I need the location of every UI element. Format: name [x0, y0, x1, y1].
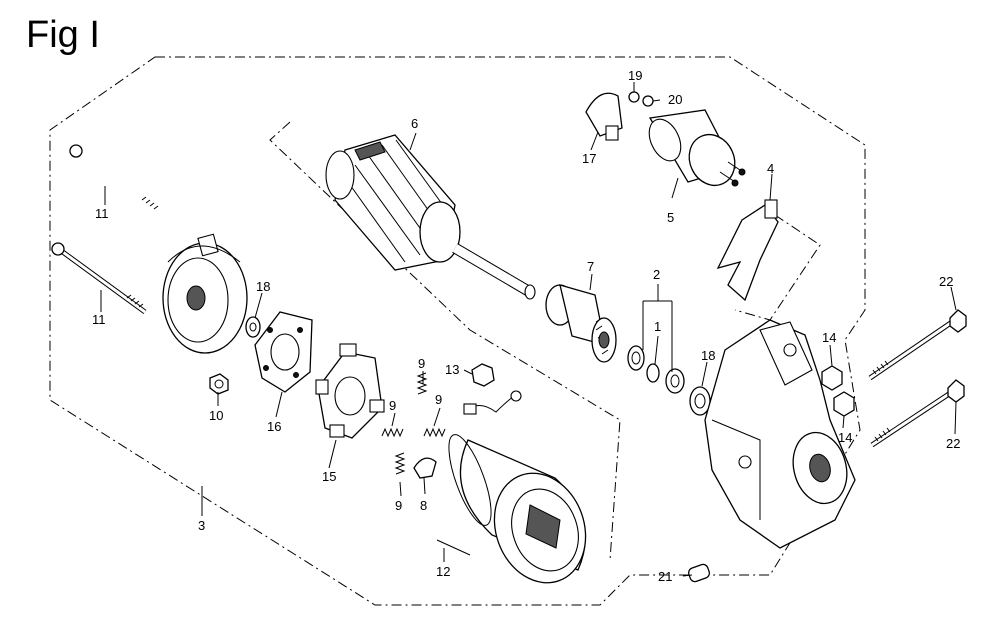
callout-6: 6	[411, 116, 418, 131]
armature	[325, 134, 536, 300]
callout-14b: 14	[838, 430, 852, 445]
spring-9d	[394, 452, 406, 475]
solenoid	[648, 109, 746, 187]
nut-13	[471, 363, 495, 387]
callout-18a: 18	[256, 279, 270, 294]
spring-9a	[416, 372, 428, 395]
callout-14a: 14	[822, 330, 836, 345]
callout-9b: 9	[389, 398, 396, 413]
callout-8: 8	[420, 498, 427, 513]
through-bolt-lower	[51, 242, 147, 315]
shift-lever	[716, 199, 779, 302]
through-bolt-upper	[69, 144, 161, 216]
nut-19	[628, 91, 640, 103]
callout-1: 1	[654, 319, 661, 334]
dowel-pin	[687, 563, 711, 583]
figure-title: Fig I	[26, 14, 100, 56]
callout-9d: 9	[395, 498, 402, 513]
callout-7: 7	[587, 259, 594, 274]
nut-14a	[821, 365, 843, 391]
callout-2: 2	[653, 267, 660, 282]
leader-lines	[100, 82, 957, 577]
callout-13: 13	[445, 362, 459, 377]
spring-9b	[381, 427, 404, 438]
yoke-assembly	[448, 434, 587, 584]
collar	[665, 368, 685, 394]
front-bracket	[704, 319, 856, 549]
armature-group-boundary	[269, 121, 621, 561]
solenoid-cover	[585, 92, 623, 141]
callout-22a: 22	[939, 274, 953, 289]
stop-ring	[627, 345, 645, 371]
callout-4: 4	[767, 161, 774, 176]
nut-10	[209, 373, 229, 395]
washer-20	[642, 95, 654, 107]
callout-3: 3	[198, 518, 205, 533]
snap-ring	[646, 363, 660, 383]
callout-22b: 22	[946, 436, 960, 451]
washer-left	[245, 316, 261, 338]
callout-11a: 11	[95, 206, 109, 221]
nut-14b	[833, 391, 855, 417]
callout-10: 10	[209, 408, 223, 423]
callout-21: 21	[658, 569, 672, 584]
callout-11b: 11	[92, 312, 106, 327]
callout-16: 16	[267, 419, 281, 434]
callout-labels: 1 2 3 4 5 6 7 8 9 9 9 9 10 11 11 12 13 1…	[92, 68, 960, 584]
callout-5: 5	[667, 210, 674, 225]
brush-plate	[254, 311, 313, 393]
callout-15: 15	[322, 469, 336, 484]
spring-9c	[423, 427, 446, 438]
callout-20: 20	[668, 92, 682, 107]
mounting-bolt-upper	[868, 309, 967, 381]
rear-cover	[162, 233, 248, 354]
overrunning-clutch	[545, 284, 617, 363]
callout-9a: 9	[418, 356, 425, 371]
callout-17: 17	[582, 151, 596, 166]
brush-holder	[315, 343, 385, 439]
washer-right	[689, 386, 711, 416]
callout-18b: 18	[701, 348, 715, 363]
callout-19: 19	[628, 68, 642, 83]
solenoid-group-boundary	[734, 214, 821, 321]
callout-9c: 9	[435, 392, 442, 407]
callout-12: 12	[436, 564, 450, 579]
brush-lead	[413, 390, 522, 479]
mounting-bolt-lower	[870, 379, 965, 448]
